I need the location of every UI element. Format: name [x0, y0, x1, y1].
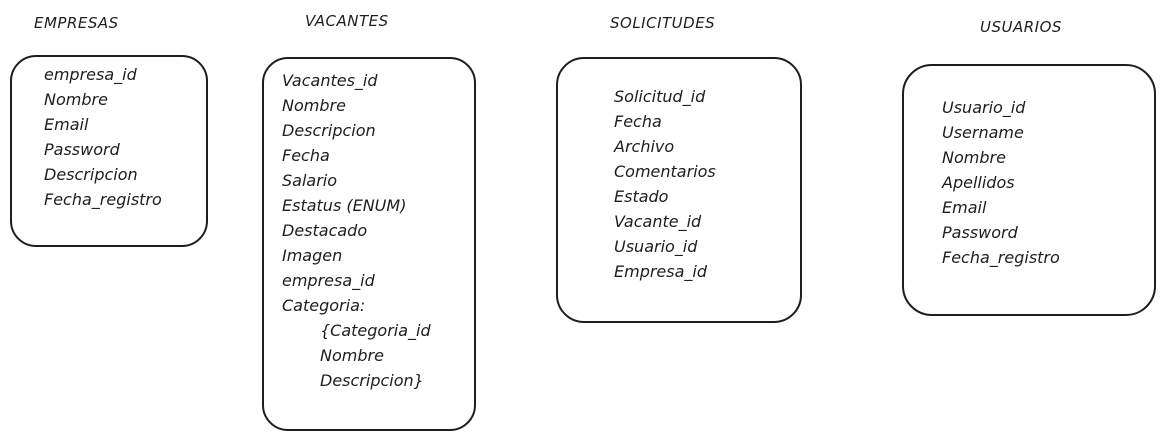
entity-title-solicitudes: SOLICITUDES [610, 14, 716, 32]
field-item: Apellidos [942, 173, 1015, 192]
field-item: Usuario_id [942, 98, 1026, 117]
field-item: Descripcion [44, 165, 138, 184]
field-list-empresas: empresa_id Nombre Email Password Descrip… [44, 62, 162, 212]
field-item: Archivo [614, 137, 675, 156]
field-item: Vacantes_id [282, 71, 378, 90]
field-item: Nombre [282, 96, 346, 115]
field-item: Usuario_id [614, 237, 698, 256]
field-item: Email [44, 115, 89, 134]
field-item: Fecha_registro [44, 190, 162, 209]
field-item: Empresa_id [614, 262, 708, 281]
field-item: Username [942, 123, 1024, 142]
field-item: Imagen [282, 246, 343, 265]
field-item: Vacante_id [614, 212, 702, 231]
field-item: Categoria: [282, 296, 366, 315]
field-item: Estatus (ENUM) [282, 196, 407, 215]
field-item: Solicitud_id [614, 87, 706, 106]
field-item: Fecha [614, 112, 662, 131]
field-item: empresa_id [282, 271, 375, 290]
nested-field-item: Nombre [320, 346, 384, 365]
field-item: Nombre [942, 148, 1006, 167]
field-list-usuarios: Usuario_id Username Nombre Apellidos Ema… [942, 95, 1060, 270]
field-item: Password [44, 140, 120, 159]
entity-title-vacantes: VACANTES [305, 12, 389, 30]
entity-title-empresas: EMPRESAS [34, 14, 119, 32]
field-item: Fecha_registro [942, 248, 1060, 267]
nested-field-item: {Categoria_id [320, 321, 431, 340]
field-item: Descripcion [282, 121, 376, 140]
entity-box-solicitudes [556, 57, 802, 323]
field-item: Destacado [282, 221, 368, 240]
field-item: Fecha [282, 146, 330, 165]
entity-title-usuarios: USUARIOS [980, 18, 1062, 36]
field-list-vacantes: Vacantes_id Nombre Descripcion Fecha Sal… [282, 68, 431, 393]
field-list-solicitudes: Solicitud_id Fecha Archivo Comentarios E… [614, 84, 716, 284]
field-item: Salario [282, 171, 338, 190]
entity-box-empresas [10, 55, 208, 247]
field-item: Nombre [44, 90, 108, 109]
entity-box-usuarios [902, 64, 1156, 316]
entity-box-vacantes [262, 57, 476, 431]
field-item: Password [942, 223, 1018, 242]
nested-field-item: Descripcion} [320, 371, 424, 390]
field-item: Comentarios [614, 162, 716, 181]
field-item: Email [942, 198, 987, 217]
field-item: Estado [614, 187, 669, 206]
field-item: empresa_id [44, 65, 137, 84]
